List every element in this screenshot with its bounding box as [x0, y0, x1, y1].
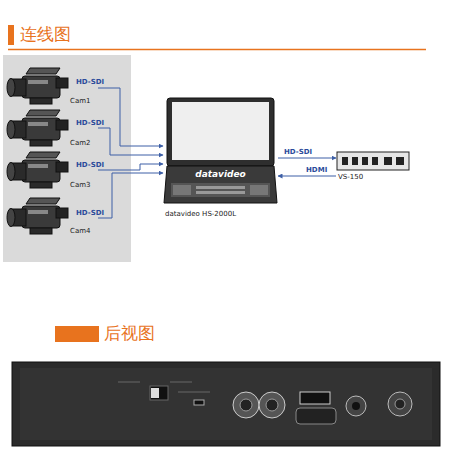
camera-lens-front [7, 209, 15, 227]
heading-rule [8, 49, 426, 51]
heading-block [55, 326, 99, 342]
camera-highlight [28, 80, 48, 84]
device-body [337, 152, 409, 170]
signal-wire [98, 164, 163, 170]
camera-grip [30, 228, 52, 234]
camera-viewfinder [56, 78, 68, 88]
signal-wire [278, 176, 336, 177]
camera-grip [30, 140, 52, 146]
device-node: VS-150 [336, 150, 412, 184]
usb-port [194, 400, 204, 405]
laptop-keyboard [171, 183, 270, 197]
signal-wire [98, 173, 163, 218]
signal-wire [98, 88, 163, 146]
camera-symbol [6, 64, 70, 110]
camera-handle [26, 198, 60, 204]
camera-handle [26, 110, 60, 116]
device-port [396, 157, 404, 165]
device-port [372, 157, 378, 165]
node-label: Cam4 [70, 227, 90, 235]
brand-logo: datavideo [163, 169, 278, 179]
signal-label: HD-SDI [76, 209, 104, 217]
print-mark [118, 382, 140, 383]
camera-highlight [28, 164, 48, 168]
switch-symbol [150, 386, 168, 400]
dc-core [352, 402, 360, 410]
laptop-base [164, 166, 277, 203]
node-label: VS-150 [338, 173, 363, 181]
ground-core [395, 399, 405, 409]
signal-label: HDMI [306, 166, 327, 174]
print-mark [170, 382, 192, 383]
camera-grip [30, 182, 52, 188]
camera-body [22, 76, 60, 98]
camera-panel [3, 55, 131, 262]
laptop-keys [196, 191, 245, 194]
camera-handle [26, 152, 60, 158]
signal-wire [98, 128, 163, 155]
camera-lens-front [7, 121, 15, 139]
camera-body [22, 118, 60, 140]
signal-label: HD-SDI [284, 148, 312, 156]
laptop-lid [167, 98, 274, 166]
device-symbol [336, 150, 412, 172]
device-port [352, 157, 358, 165]
section-heading: 连线图 [20, 23, 71, 46]
heading-bar [8, 25, 14, 45]
device-port [342, 157, 348, 165]
camera-symbol [6, 106, 70, 152]
rear-view [12, 362, 440, 446]
section-heading: 后视图 [104, 322, 155, 345]
signal-label: HD-SDI [76, 119, 104, 127]
bnc-connector [233, 392, 259, 418]
bnc-core [240, 399, 252, 411]
camera-lens-front [7, 79, 15, 97]
camera-node: Cam1 [6, 64, 98, 110]
camera-viewfinder [56, 208, 68, 218]
laptop-keys [196, 186, 245, 189]
camera-symbol [6, 148, 70, 194]
bnc-core [266, 399, 278, 411]
camera-node: Cam2 [6, 106, 98, 152]
switch-knob [151, 388, 159, 398]
rear-panel [12, 362, 440, 446]
signal-label: HD-SDI [76, 78, 104, 86]
laptop-tbar [250, 185, 268, 195]
node-label: datavideo HS-2000L [165, 210, 236, 218]
camera-body [22, 206, 60, 228]
camera-node: Cam4 [6, 194, 98, 240]
print-mark [178, 392, 210, 393]
camera-node: Cam3 [6, 148, 98, 194]
camera-symbol [6, 194, 70, 240]
rear-face [20, 368, 432, 440]
ground-post [388, 392, 412, 416]
signal-wire [278, 158, 336, 159]
device-port [362, 157, 368, 165]
camera-viewfinder [56, 162, 68, 172]
dc-jack [346, 396, 366, 416]
laptop-tbar [173, 185, 191, 195]
switcher-node: datavideo datavideo HS-2000L [163, 97, 278, 227]
laptop-screen [172, 102, 269, 160]
node-label: Cam2 [70, 139, 90, 147]
node-label: Cam3 [70, 181, 90, 189]
camera-highlight [28, 210, 48, 214]
camera-lens-front [7, 163, 15, 181]
camera-body [22, 160, 60, 182]
port-frame [296, 408, 336, 424]
signal-label: HD-SDI [76, 161, 104, 169]
device-port [384, 157, 392, 165]
camera-handle [26, 68, 60, 74]
hdmi-port [300, 392, 330, 404]
laptop-symbol [163, 97, 278, 209]
node-label: Cam1 [70, 97, 90, 105]
bnc-connector [259, 392, 285, 418]
camera-viewfinder [56, 120, 68, 130]
camera-grip [30, 98, 52, 104]
camera-highlight [28, 122, 48, 126]
